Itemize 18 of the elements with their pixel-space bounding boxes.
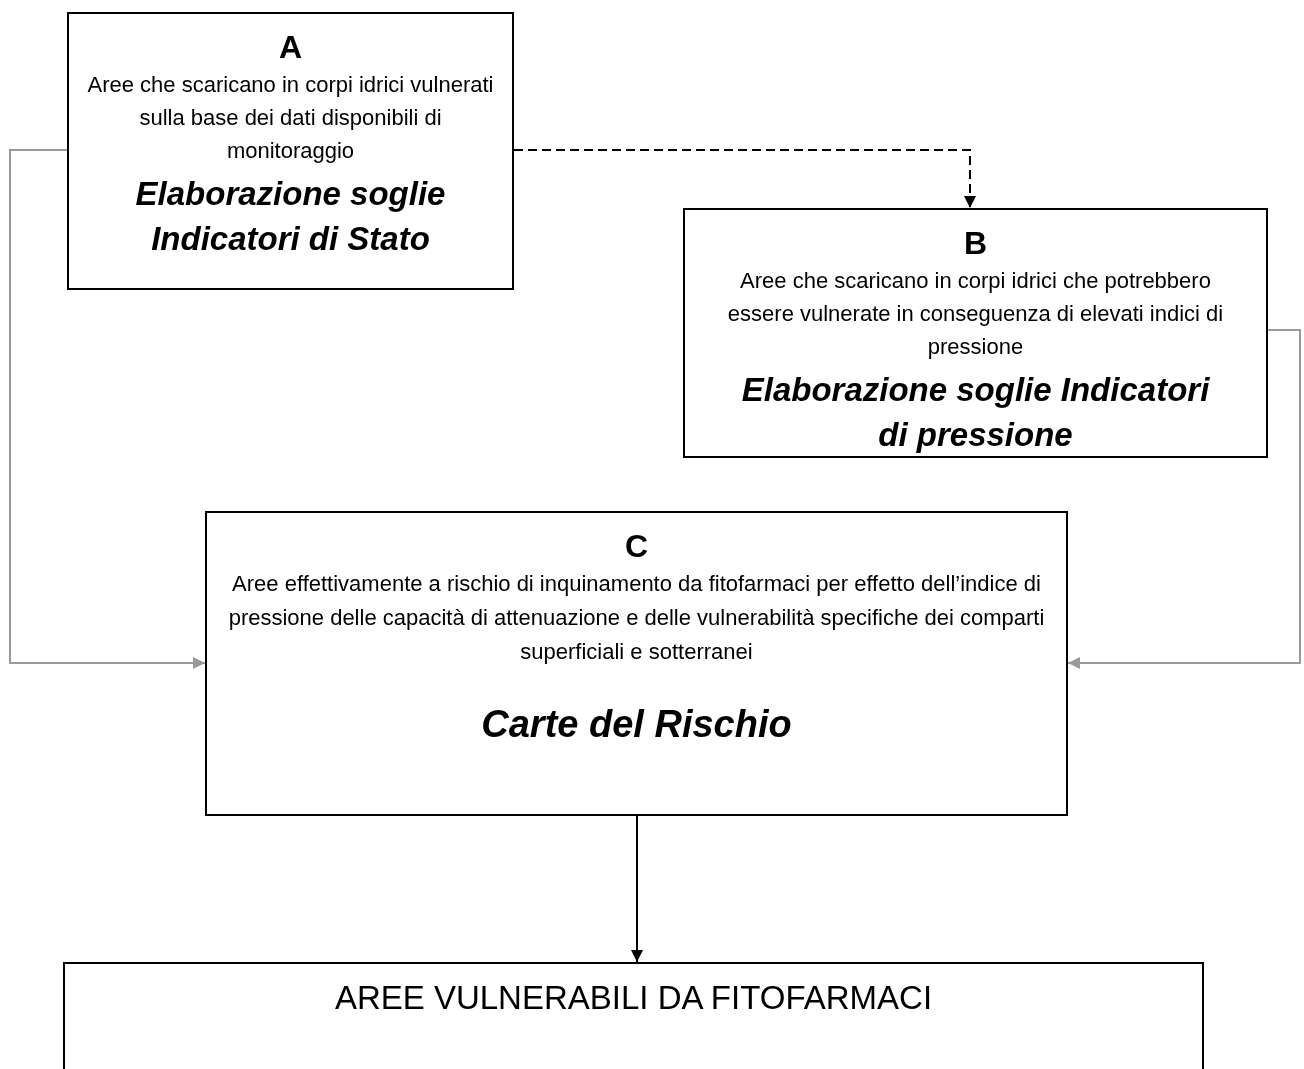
arrow	[9, 149, 206, 669]
box-description: Aree che scaricano in corpi idrici che potrebbero essere vulnerate in conseguenza di elevati indici di pressione	[726, 267, 1225, 361]
box-heading: Elaborazione soglie Indicatori di Stato	[134, 174, 447, 259]
box-description: Aree che scaricano in corpi idrici vulnerati sulla base dei dati disponibili di monitoraggio	[86, 71, 495, 165]
box-title: AREE VULNERABILI DA FITOFARMACI	[334, 978, 933, 1018]
arrow	[631, 815, 643, 963]
box-letter: A	[278, 30, 303, 64]
process-box	[67, 12, 514, 290]
process-box	[63, 962, 1204, 1069]
box-heading: Elaborazione soglie Indicatori di pressione	[740, 370, 1211, 455]
box-description: Aree effettivamente a rischio di inquinamento da fitofarmaci per effetto dell’indice di pressione delle capacità di attenuazione e delle vulnerabilità specifiche dei comparti superficiali e sotterranei	[227, 570, 1046, 666]
arrow	[513, 149, 976, 209]
process-box	[205, 511, 1068, 816]
arrow	[1067, 329, 1301, 669]
box-letter: B	[963, 226, 988, 260]
box-heading: Carte del Rischio	[481, 702, 792, 747]
box-letter: C	[624, 529, 649, 563]
process-box	[683, 208, 1268, 458]
